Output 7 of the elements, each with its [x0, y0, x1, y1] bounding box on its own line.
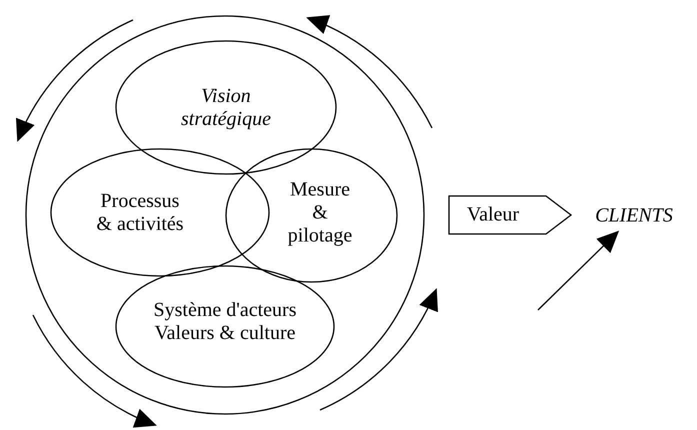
- process-label: Processus & activités: [95, 190, 185, 236]
- actors-label: Système d'acteurs Valeurs & culture: [152, 299, 298, 345]
- clients-label: CLIENTS: [594, 204, 674, 228]
- arrow: [538, 230, 620, 310]
- measure-label: Mesure & pilotage: [286, 178, 354, 248]
- vision-label: Vision stratégique: [180, 85, 272, 131]
- value-label: Valeur: [466, 204, 520, 226]
